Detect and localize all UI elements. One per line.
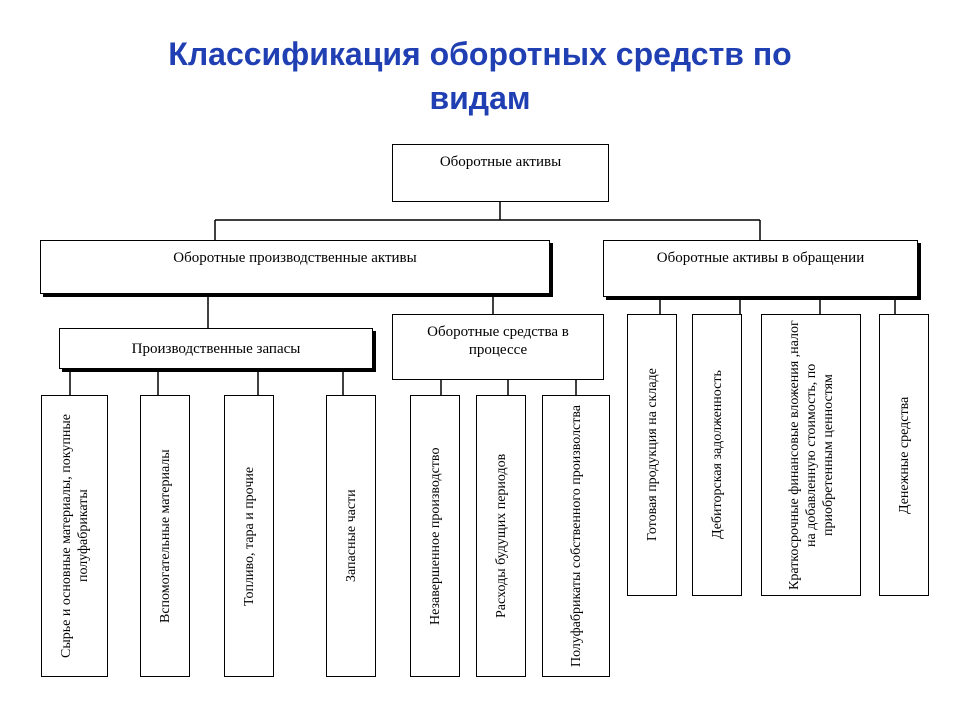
page-title: Классификация оборотных средств по видам <box>0 32 960 120</box>
leaf-own-semi-finished: Полуфабрикаты собственного произволства <box>542 395 610 677</box>
leaf-label: Денежные средства <box>896 396 912 514</box>
node-production-assets: Оборотные производственные активы <box>40 240 550 294</box>
node-production-stocks: Производственные запасы <box>59 328 373 369</box>
leaf-fuel-containers: Топливо, тара и прочие <box>224 395 274 677</box>
title-line-1: Классификация оборотных средств по <box>168 36 792 72</box>
leaf-receivables: Дебиторская задолженность <box>692 314 742 596</box>
leaf-work-in-progress: Незавершенное производство <box>410 395 460 677</box>
leaf-short-term-investments: Краткосрочные финансовые вложения ,налог… <box>761 314 861 596</box>
node-assets-in-process: Оборотные средства в процессе <box>392 314 604 380</box>
leaf-raw-materials: Сырье и основные материалы, покупные пол… <box>41 395 108 677</box>
node-label: Оборотные активы <box>439 154 562 170</box>
leaf-deferred-expenses: Расходы будущих периодов <box>476 395 526 677</box>
leaf-auxiliary-materials: Вспомогательные материалы <box>140 395 190 677</box>
leaf-spare-parts: Запасные части <box>326 395 376 677</box>
leaf-cash: Денежные средства <box>879 314 929 596</box>
leaf-label: Запасные части <box>343 489 359 583</box>
leaf-label: Вспомогательные материалы <box>157 449 173 623</box>
leaf-label: Топливо, тара и прочие <box>241 466 257 606</box>
leaf-label: Готовая продукция на складе <box>644 368 660 542</box>
leaf-label: Краткосрочные финансовые вложения ,налог… <box>786 320 836 590</box>
leaf-label: Расходы будущих периодов <box>493 453 509 619</box>
leaf-label: Дебиторская задолженность <box>709 370 725 540</box>
node-label: Оборотные активы в обращении <box>656 250 865 266</box>
leaf-finished-goods: Готовая продукция на складе <box>627 314 677 596</box>
node-label: Оборотные производственные активы <box>173 250 417 266</box>
node-label: Оборотные средства в процессе <box>427 324 569 358</box>
leaf-label: Сырье и основные материалы, покупные пол… <box>58 414 91 658</box>
leaf-label: Полуфабрикаты собственного произволства <box>568 404 584 668</box>
node-label: Производственные запасы <box>131 340 301 357</box>
title-line-2: видам <box>429 80 531 116</box>
node-circulation-assets: Оборотные активы в обращении <box>603 240 918 297</box>
leaf-label: Незавершенное производство <box>427 447 443 625</box>
node-current-assets: Оборотные активы <box>392 144 609 202</box>
